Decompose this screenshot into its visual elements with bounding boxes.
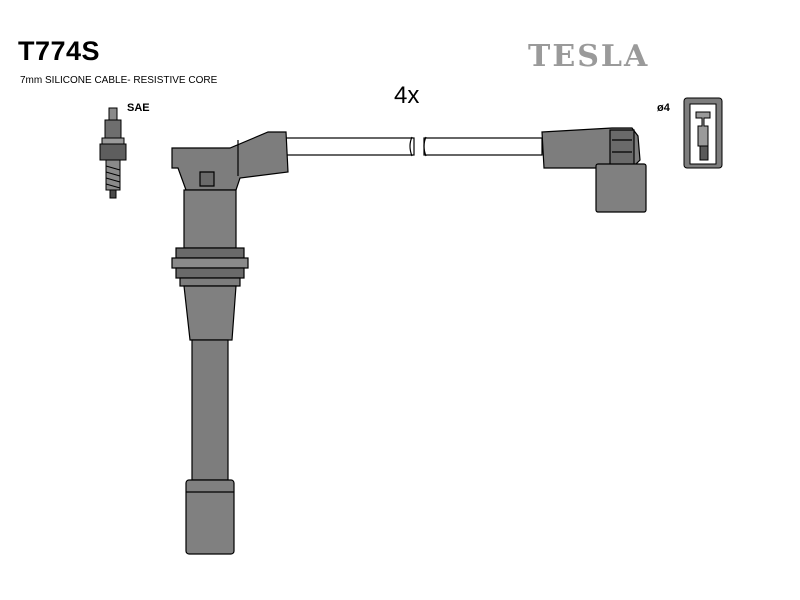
coil-end-connector	[541, 127, 647, 213]
cable-segment-left	[279, 137, 415, 156]
cable-break-mark	[409, 136, 413, 157]
cable-description: 7mm SILICONE CABLE- RESISTIVE CORE	[20, 75, 218, 86]
spark-plug-boot	[171, 131, 289, 555]
quantity-label: 4x	[394, 82, 420, 109]
spark-plug-icon	[99, 107, 127, 199]
part-code: T774S	[18, 36, 101, 66]
cable-segment-right	[423, 137, 543, 156]
brand-logo: TESLA	[528, 39, 650, 74]
cable-break-mark	[423, 136, 427, 157]
plug-type-label: SAE	[127, 102, 150, 114]
terminal-icon	[683, 97, 723, 169]
terminal-size-label: ø4	[657, 102, 670, 114]
cable	[279, 136, 543, 157]
